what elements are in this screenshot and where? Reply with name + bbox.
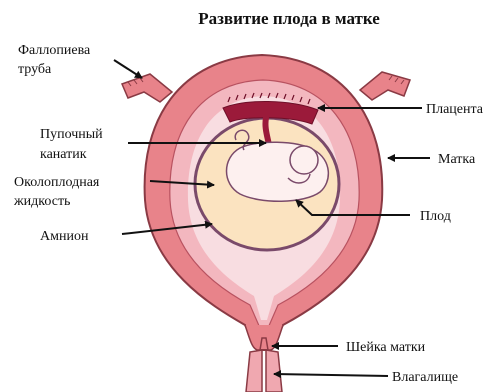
diagram-title: Развитие плода в матке [198, 9, 380, 28]
vagina [246, 350, 282, 392]
label-umbilical-line2: канатик [40, 147, 87, 162]
label-amniotic-line2: жидкость [13, 194, 70, 209]
label-uterus: Матка [438, 152, 476, 167]
label-fallopian-line1: Фаллопиева [18, 43, 91, 58]
label-umbilical-line1: Пупочный [40, 127, 103, 142]
arrow-fallopian [114, 60, 142, 78]
label-vagina: Влагалище [392, 370, 458, 385]
label-placenta: Плацента [426, 102, 484, 117]
label-cervix: Шейка матки [346, 340, 426, 355]
arrow-vagina [274, 374, 388, 376]
fallopian-tube-right [360, 72, 410, 100]
label-fetus: Плод [420, 209, 451, 224]
label-amniotic-line1: Околоплодная [14, 175, 100, 190]
fallopian-tube-left [122, 74, 172, 102]
label-fallopian-line2: труба [18, 62, 52, 77]
label-amnion: Амнион [40, 229, 89, 244]
